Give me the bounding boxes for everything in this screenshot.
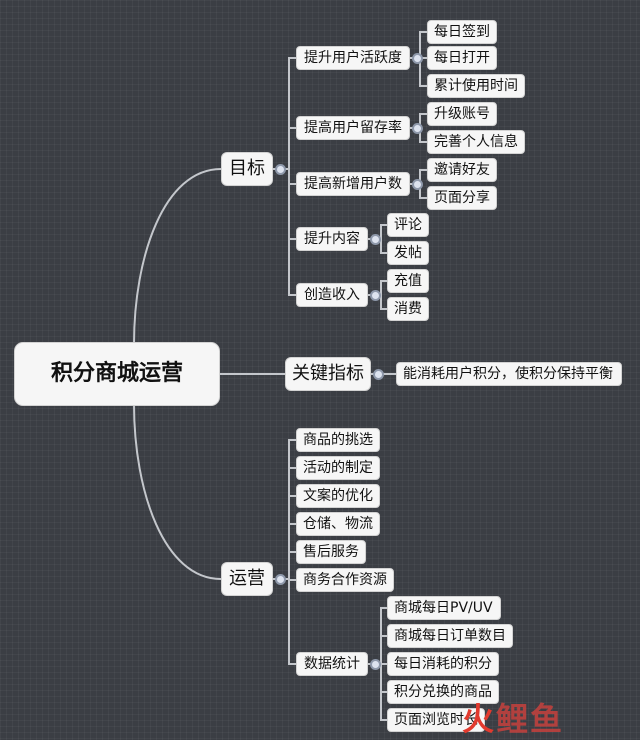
- leaf-daily-points-used[interactable]: 每日消耗的积分: [387, 652, 499, 676]
- ops-item-warehouse-logistics[interactable]: 仓储、物流: [296, 512, 380, 536]
- collapse-toggle-icon[interactable]: [411, 52, 423, 64]
- leaf-complete-profile[interactable]: 完善个人信息: [427, 130, 525, 154]
- leaf-consume[interactable]: 消费: [387, 297, 429, 321]
- branch-kpi[interactable]: 关键指标: [285, 357, 371, 391]
- collapse-toggle-icon[interactable]: [411, 178, 423, 190]
- leaf-redeemed-products[interactable]: 积分兑换的商品: [387, 680, 499, 704]
- goal-item-new-users[interactable]: 提高新增用户数: [296, 172, 410, 196]
- collapse-toggle-icon[interactable]: [274, 163, 286, 175]
- leaf-daily-open[interactable]: 每日打开: [427, 46, 497, 70]
- goal-item-activity[interactable]: 提升用户活跃度: [296, 46, 410, 70]
- leaf-daily-checkin[interactable]: 每日签到: [427, 20, 497, 44]
- leaf-post[interactable]: 发帖: [387, 241, 429, 265]
- kpi-item-balance[interactable]: 能消耗用户积分，使积分保持平衡: [396, 362, 622, 386]
- leaf-page-view-duration[interactable]: 页面浏览时长: [387, 708, 485, 732]
- collapse-toggle-icon[interactable]: [369, 233, 381, 245]
- leaf-page-share[interactable]: 页面分享: [427, 186, 497, 210]
- connector: [273, 495, 296, 580]
- connector: [273, 127, 296, 170]
- goal-item-revenue[interactable]: 创造收入: [296, 283, 368, 307]
- root-topic[interactable]: 积分商城运营: [14, 342, 220, 406]
- leaf-invite-friends[interactable]: 邀请好友: [427, 158, 497, 182]
- leaf-comment[interactable]: 评论: [387, 213, 429, 237]
- connector: [273, 168, 296, 240]
- ops-item-copy-optimization[interactable]: 文案的优化: [296, 484, 380, 508]
- collapse-toggle-icon[interactable]: [369, 289, 381, 301]
- ops-item-data-statistics[interactable]: 数据统计: [296, 652, 368, 676]
- ops-item-after-sales[interactable]: 售后服务: [296, 540, 366, 564]
- ops-item-product-selection[interactable]: 商品的挑选: [296, 428, 380, 452]
- branch-ops[interactable]: 运营: [221, 562, 273, 596]
- connector: [273, 439, 296, 580]
- watermark-logo: 火鲤鱼: [462, 700, 565, 738]
- leaf-daily-orders[interactable]: 商城每日订单数目: [387, 624, 513, 648]
- branch-goal[interactable]: 目标: [221, 152, 273, 186]
- goal-item-content[interactable]: 提升内容: [296, 227, 368, 251]
- root-connector: [133, 403, 222, 580]
- leaf-total-usage-time[interactable]: 累计使用时间: [427, 74, 525, 98]
- connector: [273, 168, 296, 296]
- collapse-toggle-icon[interactable]: [369, 658, 381, 670]
- root-connector: [133, 168, 222, 345]
- goal-item-retention[interactable]: 提高用户留存率: [296, 116, 410, 140]
- collapse-toggle-icon[interactable]: [372, 368, 384, 380]
- leaf-upgrade-account[interactable]: 升级账号: [427, 102, 497, 126]
- leaf-daily-pv-uv[interactable]: 商城每日PV/UV: [387, 596, 501, 620]
- ops-item-business-resources[interactable]: 商务合作资源: [296, 568, 394, 592]
- leaf-recharge[interactable]: 充值: [387, 269, 429, 293]
- connector: [273, 578, 296, 665]
- connector: [273, 57, 296, 170]
- collapse-toggle-icon[interactable]: [411, 122, 423, 134]
- collapse-toggle-icon[interactable]: [274, 573, 286, 585]
- ops-item-activity-planning[interactable]: 活动的制定: [296, 456, 380, 480]
